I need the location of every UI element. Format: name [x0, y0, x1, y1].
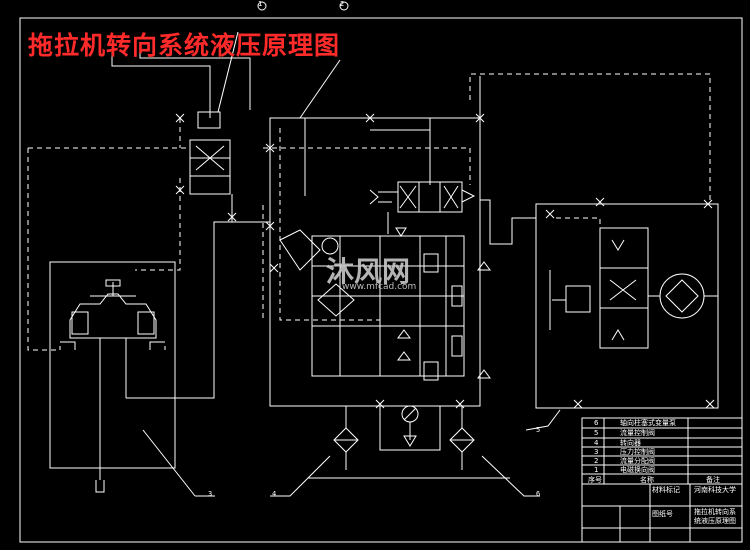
steering-cylinder: [49, 261, 176, 469]
callout-number: 6: [536, 490, 541, 498]
page-title: 拖拉机转向系统液压原理图: [28, 31, 341, 60]
title-block: [581, 417, 743, 543]
title-block-num: 2: [594, 457, 599, 465]
callout-number: 4: [272, 490, 277, 498]
title-block-num: 6: [594, 419, 599, 427]
watermark-brand: 沐风网: [326, 255, 411, 288]
title-block-label: 材料标记: [652, 486, 680, 494]
leader-line: [139, 50, 251, 110]
callout-number: 2: [340, 0, 345, 8]
title-block-text: 转向器: [620, 439, 641, 447]
title-block-num: 4: [594, 439, 599, 447]
leader-line: [111, 52, 211, 118]
watermark-url: www.mfcad.com: [342, 282, 417, 292]
callout-number: 1: [258, 0, 263, 8]
pilot-line: [27, 147, 190, 351]
title-block-text: 流量分配阀: [620, 457, 655, 465]
title-block-text: 压力控制阀: [620, 448, 655, 456]
leader-line: [217, 31, 239, 113]
leader-line: [299, 59, 341, 119]
control-valve-block: [269, 117, 481, 407]
drawing-frame: [19, 17, 743, 543]
title-block-text: 轴向柱塞式变量泵: [620, 419, 676, 427]
solenoid-valve-coil: [197, 111, 221, 129]
title-block-header: 名称: [640, 476, 654, 484]
callout-number: 5: [536, 426, 541, 434]
title-block-header: 备注: [706, 476, 720, 484]
title-block-header: 序号: [588, 476, 602, 484]
title-block-drawing-name: 拖拉机转向系统液压原理图: [694, 508, 736, 525]
solenoid-valve-body: [189, 139, 231, 195]
title-block-num: 1: [594, 466, 599, 474]
title-block-org: 河南科技大学: [694, 486, 736, 494]
title-block-num: 3: [594, 448, 599, 456]
spool-valve: [397, 181, 463, 213]
title-block-text: 流量控制阀: [620, 429, 655, 437]
callout-number: 3: [208, 490, 213, 498]
title-block-num: 5: [594, 429, 599, 437]
title-block-text: 电磁换向阀: [620, 466, 655, 474]
pump-motor-unit: [535, 203, 719, 409]
title-block-drawing-no: 图纸号: [652, 510, 673, 518]
